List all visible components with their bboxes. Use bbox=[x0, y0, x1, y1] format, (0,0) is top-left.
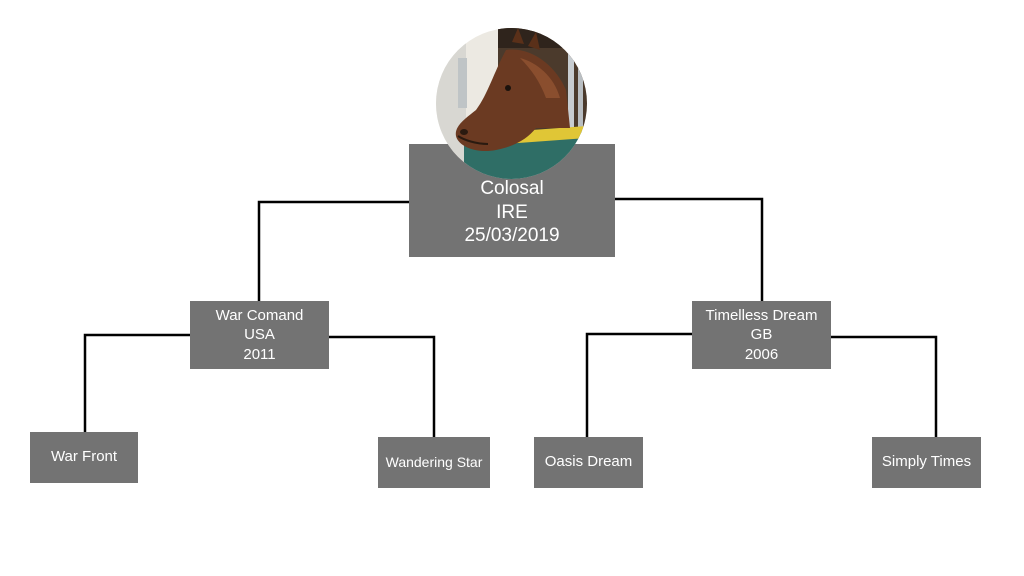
subject-date: 25/03/2019 bbox=[464, 225, 560, 247]
subject-country: IRE bbox=[496, 201, 528, 223]
subject-name: Colosal bbox=[480, 177, 544, 199]
dam-box: Timelless Dream GB 2006 bbox=[692, 301, 831, 369]
dam-name: Timelless Dream bbox=[705, 306, 818, 324]
connector-sire-sire bbox=[83, 333, 190, 433]
connector-dam-sire bbox=[585, 332, 692, 437]
sire-sire-box: War Front bbox=[30, 432, 138, 483]
dam-sire-box: Oasis Dream bbox=[534, 437, 643, 488]
dam-country: GB bbox=[750, 326, 773, 344]
sire-year: 2011 bbox=[243, 345, 276, 363]
sire-box: War Comand USA 2011 bbox=[190, 301, 329, 369]
horse-photo bbox=[436, 28, 587, 179]
sire-dam-box: Wandering Star bbox=[378, 437, 490, 488]
connector-dam-dam bbox=[830, 335, 938, 437]
dam-year: 2006 bbox=[744, 345, 779, 363]
sire-sire-name: War Front bbox=[50, 448, 118, 466]
dam-dam-box: Simply Times bbox=[872, 437, 981, 488]
horse-head-icon bbox=[436, 28, 587, 179]
subject-box: Colosal IRE 25/03/2019 bbox=[409, 144, 615, 257]
dam-dam-name: Simply Times bbox=[881, 453, 972, 471]
sire-name: War Comand bbox=[215, 306, 304, 324]
connector-root-dam bbox=[615, 197, 764, 303]
dam-sire-name: Oasis Dream bbox=[544, 453, 633, 471]
sire-country: USA bbox=[244, 326, 275, 344]
sire-dam-name: Wandering Star bbox=[385, 453, 483, 470]
connector-root-sire bbox=[257, 200, 409, 303]
connector-sire-dam bbox=[328, 335, 436, 437]
